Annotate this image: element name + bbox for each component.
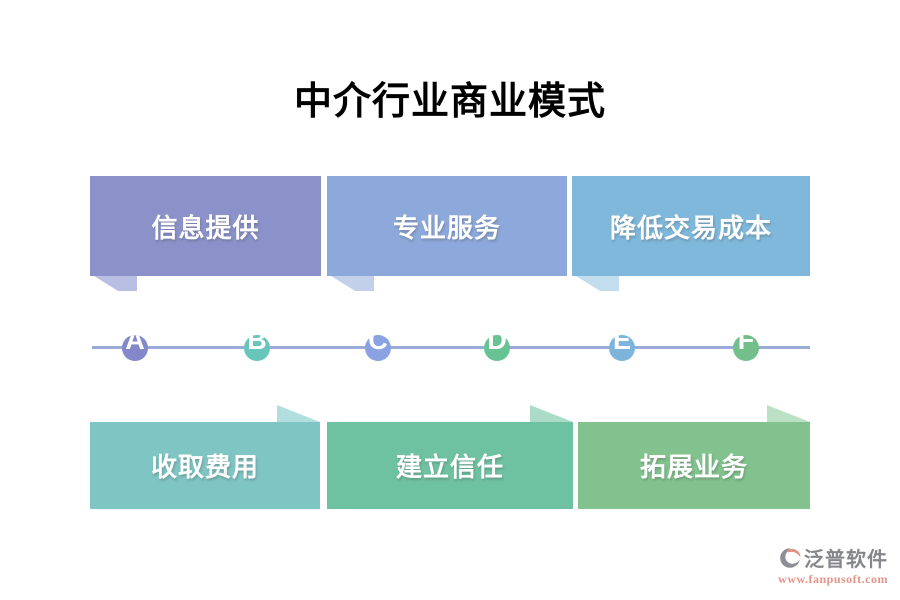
timeline-node-d: D: [484, 335, 510, 361]
watermark: 泛普软件 www.fanpusoft.com: [778, 543, 888, 587]
node-letter: A: [125, 335, 145, 355]
timeline-node-e: E: [609, 335, 635, 361]
bubble-label: 建立信任: [395, 452, 504, 482]
timeline-node-c: C: [365, 335, 391, 361]
bubble-label: 信息提供: [151, 212, 260, 243]
bubble-label: 降低交易成本: [609, 212, 772, 243]
timeline-node-f: F: [733, 335, 759, 361]
timeline-node-a: A: [122, 335, 148, 361]
watermark-url: www.fanpusoft.com: [778, 572, 888, 586]
bubble-expand-business: 拓展业务: [578, 405, 810, 509]
bubble-charge-fees: 收取费用: [90, 405, 320, 509]
bubble-lower-transaction-cost: 降低交易成本: [572, 176, 810, 291]
speech-tail: [277, 405, 320, 422]
speech-tail: [767, 405, 810, 422]
watermark-brand-name: 泛普软件: [804, 549, 888, 571]
node-letter: E: [612, 335, 631, 355]
speech-tail: [576, 276, 619, 291]
fanpu-logo-icon: [780, 547, 801, 568]
bubble-info-provision: 信息提供: [90, 176, 321, 291]
node-letter: D: [487, 335, 507, 355]
node-letter: B: [247, 335, 267, 355]
node-letter: C: [368, 335, 388, 355]
node-letter: F: [737, 335, 755, 355]
timeline-line: [92, 346, 810, 349]
speech-tail: [530, 405, 573, 422]
diagram-title: 中介行业商业模式: [293, 81, 606, 123]
bubble-label: 收取费用: [150, 452, 259, 482]
bubble-label: 专业服务: [392, 212, 501, 243]
speech-tail: [331, 276, 374, 291]
timeline-node-b: B: [244, 335, 270, 361]
bubble-professional-service: 专业服务: [327, 176, 567, 291]
speech-tail: [94, 276, 137, 291]
bubble-build-trust: 建立信任: [327, 405, 573, 509]
bubble-label: 拓展业务: [639, 452, 748, 482]
